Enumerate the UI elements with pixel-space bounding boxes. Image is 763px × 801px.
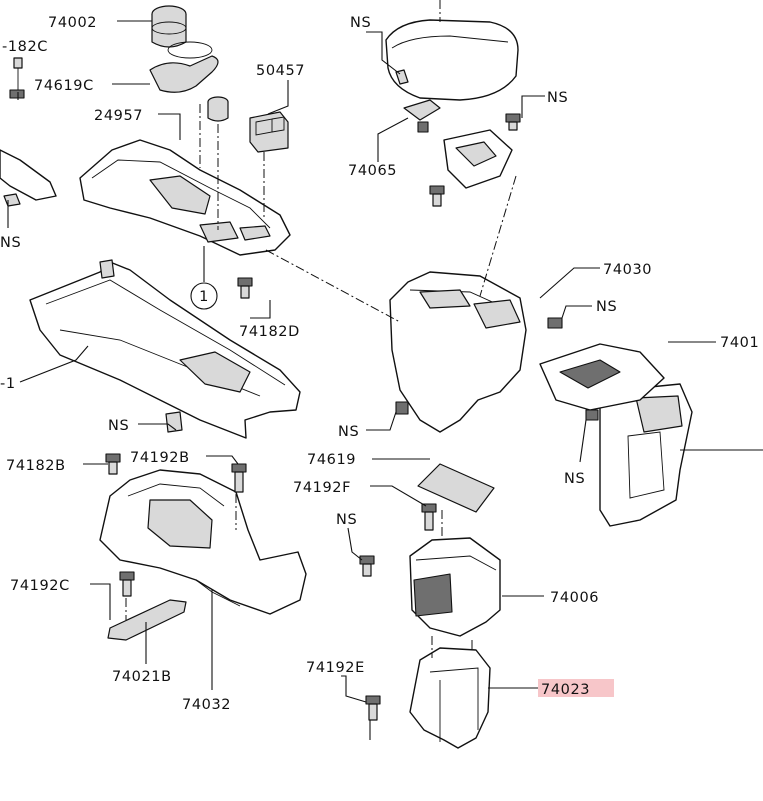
bolt-left-182c (9, 57, 25, 99)
label-74030[interactable]: 74030 (603, 262, 652, 278)
bracket-74032 (99, 469, 307, 615)
console-upper-panel (79, 139, 291, 256)
dashed-connectors (125, 0, 517, 658)
storage-box-74006 (409, 537, 501, 637)
switch-24957 (207, 96, 229, 122)
label-ns-right[interactable]: NS (596, 299, 617, 315)
cup-holder-insert-74619c (149, 41, 219, 93)
label-ns-top-right[interactable]: NS (547, 90, 568, 106)
label-ns-right-lower[interactable]: NS (564, 471, 585, 487)
label-left-edge[interactable]: -1 (0, 376, 16, 392)
leader-lines (7, 20, 763, 740)
label-74182b[interactable]: 74182B (6, 458, 66, 474)
bracket-74023 (409, 647, 491, 749)
label-74192b[interactable]: 74192B (130, 450, 190, 466)
label-74006[interactable]: 74006 (550, 590, 599, 606)
switch-50457 (249, 111, 289, 153)
vent-assembly (539, 343, 665, 421)
label-24957[interactable]: 24957 (94, 108, 143, 124)
console-box-74030 (389, 271, 563, 433)
part-labels: 74002 -182C 74619C 24957 50457 NS 74182D… (0, 15, 759, 713)
label-7401[interactable]: 7401 (720, 335, 759, 351)
bolt-74192f (421, 503, 437, 531)
highlight-74023 (538, 679, 614, 697)
label-74192c[interactable]: 74192C (10, 578, 70, 594)
bolt-74182d (237, 277, 253, 299)
mat-74619 (417, 463, 495, 513)
label-ns-mid-left[interactable]: NS (108, 418, 129, 434)
label-50457[interactable]: 50457 (256, 63, 305, 79)
bolt-74192e (365, 695, 381, 721)
label-74021b[interactable]: 74021B (112, 669, 172, 685)
label-74192f[interactable]: 74192F (293, 480, 351, 496)
label-74032[interactable]: 74032 (182, 697, 231, 713)
latch-assembly (429, 113, 521, 207)
label-ns-lower[interactable]: NS (336, 512, 357, 528)
cup-holder-74002 (151, 5, 187, 48)
label-74065[interactable]: 74065 (348, 163, 397, 179)
circle-1-label: 1 (199, 289, 209, 305)
label-ns-top[interactable]: NS (350, 15, 371, 31)
label-74023[interactable]: 74023 (541, 682, 590, 698)
armrest-lid (385, 19, 519, 101)
label-74192e[interactable]: 74192E (306, 660, 365, 676)
hinge-74065 (403, 99, 441, 133)
label-182c[interactable]: -182C (2, 39, 48, 55)
left-trim-part (0, 149, 57, 207)
console-main-frame (29, 259, 301, 439)
label-74182d[interactable]: 74182D (239, 324, 300, 340)
bolt-74182b (105, 453, 121, 475)
bolt-74192b (231, 463, 247, 493)
label-74002[interactable]: 74002 (48, 15, 97, 31)
bolt-74192c (119, 571, 135, 597)
label-74619[interactable]: 74619 (307, 452, 356, 468)
reference-circle-1: 1 (190, 282, 218, 310)
bolt-ns-lower (359, 555, 375, 577)
label-74619c[interactable]: 74619C (34, 78, 94, 94)
label-ns-left[interactable]: NS (0, 235, 21, 251)
rear-console-panel (599, 383, 693, 527)
label-ns-console[interactable]: NS (338, 424, 359, 440)
bracket-74021b (107, 599, 187, 641)
